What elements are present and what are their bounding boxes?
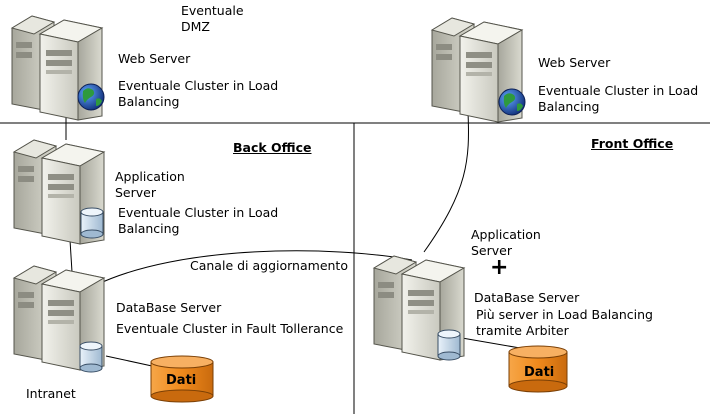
intranet-label: Intranet — [26, 386, 76, 401]
front-dati-cylinder — [508, 345, 568, 393]
front-plus-sign: + — [490, 255, 509, 280]
link-front-web-app — [423, 111, 470, 253]
dmz-label-line1: Eventuale — [181, 3, 244, 18]
front-web-server-note: Eventuale Cluster in Load Balancing — [538, 83, 699, 114]
zone-back-office: Back Office — [233, 140, 312, 155]
back-db-server-note: Eventuale Cluster in Fault Tollerance — [116, 321, 344, 336]
back-web-server-title: Web Server — [118, 51, 191, 66]
front-dati-label: Dati — [524, 365, 555, 380]
front-web-globe-icon — [498, 88, 526, 116]
zone-front-office: Front Office — [591, 136, 674, 151]
front-web-server-title: Web Server — [538, 55, 611, 70]
link-back-app-db — [69, 239, 73, 273]
back-app-server-title: Application Server — [115, 169, 185, 200]
back-web-server-note: Eventuale Cluster in Load Balancing — [118, 78, 279, 109]
front-db-disk-icon — [437, 329, 461, 361]
back-dati-cylinder — [150, 355, 214, 403]
back-app-disk-icon — [80, 207, 104, 239]
back-db-disk-icon — [79, 341, 103, 373]
back-db-server-title: DataBase Server — [116, 300, 222, 315]
dmz-label-line2: DMZ — [181, 19, 210, 34]
back-web-globe-icon — [77, 83, 105, 111]
front-app-server-title: Application Server — [471, 227, 541, 258]
back-dati-label: Dati — [166, 373, 197, 388]
link-front-db-dati — [461, 337, 521, 349]
front-db-server-title: DataBase Server — [474, 290, 580, 305]
front-db-server-note: Più server in Load Balancing tramite Arb… — [476, 307, 653, 338]
link-back-db-dati — [105, 355, 153, 367]
update-channel-label: Canale di aggiornamento — [190, 258, 348, 273]
back-app-server-note: Eventuale Cluster in Load Balancing — [118, 205, 279, 236]
link-update-channel — [95, 250, 413, 286]
